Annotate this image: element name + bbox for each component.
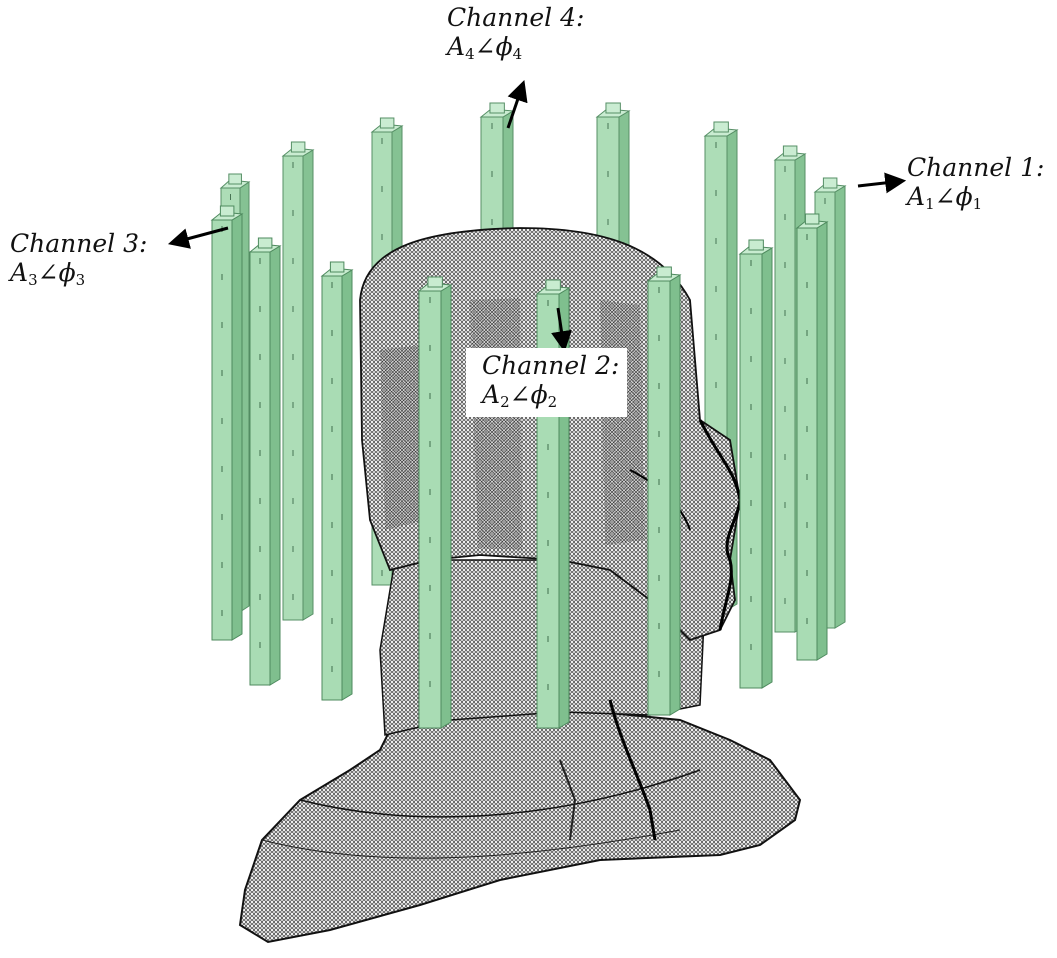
channel-3-label: Channel 3: A3∠ϕ3 xyxy=(10,230,147,289)
channel-4-formula: A4∠ϕ4 xyxy=(447,33,584,63)
channel-1-label: Channel 1: A1∠ϕ1 xyxy=(907,154,1044,213)
channel-4-title: Channel 4: xyxy=(447,4,584,33)
channel-4-label: Channel 4: A4∠ϕ4 xyxy=(447,4,584,63)
arrow-channel-4 xyxy=(508,84,523,128)
front-rod-2 xyxy=(250,238,280,685)
channel-2-title: Channel 2: xyxy=(482,352,619,381)
front-rod-3 xyxy=(322,262,352,700)
channel-3-formula: A3∠ϕ3 xyxy=(10,259,147,289)
channel-3-title: Channel 3: xyxy=(10,230,147,259)
front-rod-1 xyxy=(212,206,242,640)
channel-1-formula: A1∠ϕ1 xyxy=(907,183,1044,213)
front-rod-8 xyxy=(797,214,827,660)
front-rod-6 xyxy=(648,267,680,715)
front-rod-4 xyxy=(419,277,451,728)
head-base-shoulders xyxy=(240,712,800,942)
channel-2-label: Channel 2: A2∠ϕ2 xyxy=(466,348,627,417)
channel-2-formula: A2∠ϕ2 xyxy=(482,381,619,411)
back-rod-2 xyxy=(283,142,313,620)
front-rod-7 xyxy=(740,240,772,688)
channel-1-title: Channel 1: xyxy=(907,154,1044,183)
arrow-channel-1 xyxy=(858,181,902,186)
